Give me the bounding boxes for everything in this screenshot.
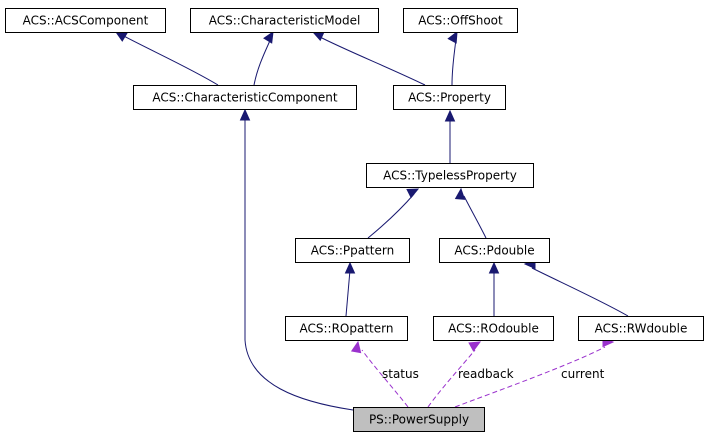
inheritance-arrowhead [263, 30, 274, 44]
inheritance-arrowhead [311, 31, 325, 42]
inheritance-line [345, 269, 351, 317]
inheritance-arrowhead [454, 187, 466, 200]
class-name-label: ACS::Property [408, 91, 491, 105]
inheritance-arrowhead [239, 108, 251, 121]
edge-typeless-to-property [444, 109, 456, 163]
edge-powersupply-to-ropattern: status [350, 340, 419, 408]
class-node-ppattern[interactable]: ACS::Ppattern [295, 238, 410, 263]
class-box [190, 8, 379, 33]
inheritance-arrowhead [488, 261, 500, 274]
inheritance-line [531, 267, 629, 317]
class-name-label: ACS::RWdouble [595, 322, 688, 336]
class-box [133, 85, 357, 110]
usage-arrowhead [350, 340, 362, 354]
inheritance-arrowhead [444, 109, 456, 122]
class-box [353, 407, 485, 432]
edge-rodouble-to-pdouble [488, 261, 500, 316]
class-name-label: ACS::OffShoot [418, 14, 503, 28]
class-node-powersupply[interactable]: PS::PowerSupply [353, 407, 485, 432]
edge-charcomponent-to-acscomponent [114, 31, 219, 86]
class-name-label: ACS::Pdouble [454, 244, 534, 258]
usage-line [361, 349, 409, 408]
class-name-label: ACS::ACSComponent [23, 14, 149, 28]
class-node-ropattern[interactable]: ACS::ROpattern [285, 316, 408, 341]
edge-label-status: status [382, 367, 419, 381]
edges-layer: status readback current [114, 30, 629, 411]
class-node-offshoot[interactable]: ACS::OffShoot [403, 8, 518, 33]
inheritance-arrowhead [114, 31, 128, 42]
class-name-label: PS::PowerSupply [369, 413, 469, 427]
inheritance-line [463, 195, 487, 239]
class-box [403, 8, 518, 33]
usage-line [427, 349, 476, 408]
class-name-label: ACS::CharacteristicModel [209, 14, 361, 28]
edge-powersupply-to-charcomponent [239, 108, 354, 411]
nodes-layer: ACS::ACSComponent ACS::CharacteristicMode… [5, 8, 704, 432]
class-name-label: ACS::Ppattern [311, 244, 394, 258]
inheritance-line [317, 35, 426, 86]
class-node-acscomponent[interactable]: ACS::ACSComponent [5, 8, 166, 33]
edge-property-to-charmodel [311, 31, 426, 86]
edge-label-current: current [561, 367, 605, 381]
class-box [295, 238, 410, 263]
edge-pdouble-to-typeless [454, 187, 487, 239]
class-node-charmodel[interactable]: ACS::CharacteristicModel [190, 8, 379, 33]
edge-powersupply-to-rodouble: readback [427, 341, 514, 408]
inheritance-arrowhead [447, 30, 458, 44]
class-box [578, 316, 704, 341]
inheritance-arrowhead [344, 261, 356, 274]
edge-charcomponent-to-charmodel [253, 30, 274, 86]
class-node-typeless[interactable]: ACS::TypelessProperty [366, 163, 534, 188]
class-name-label: ACS::ROdouble [448, 322, 539, 336]
class-node-property[interactable]: ACS::Property [393, 85, 506, 110]
inheritance-line [119, 33, 219, 86]
class-node-rodouble[interactable]: ACS::ROdouble [433, 316, 554, 341]
class-name-label: ACS::CharacteristicComponent [152, 91, 338, 105]
edge-ropattern-to-ppattern [344, 261, 356, 317]
class-node-pdouble[interactable]: ACS::Pdouble [439, 238, 550, 263]
inheritance-line [451, 37, 457, 86]
usage-line [454, 346, 606, 408]
class-box [366, 163, 534, 188]
class-node-rwdouble[interactable]: ACS::RWdouble [578, 316, 704, 341]
edge-ppattern-to-typeless [367, 188, 420, 239]
class-box [433, 316, 554, 341]
class-box [393, 85, 506, 110]
usage-arrowhead [468, 341, 482, 352]
class-box [5, 8, 166, 33]
class-box [285, 316, 408, 341]
inheritance-line [367, 193, 415, 239]
inheritance-arrowhead [406, 188, 420, 199]
inheritance-line [253, 35, 273, 86]
class-name-label: ACS::TypelessProperty [383, 169, 517, 183]
edge-rwdouble-to-pdouble [523, 258, 629, 317]
class-name-label: ACS::ROpattern [300, 322, 394, 336]
edge-property-to-offshoot [447, 30, 458, 86]
class-box [439, 238, 550, 263]
inheritance-line [244, 120, 354, 411]
class-node-charcomponent[interactable]: ACS::CharacteristicComponent [133, 85, 357, 110]
edge-label-readback: readback [458, 367, 514, 381]
